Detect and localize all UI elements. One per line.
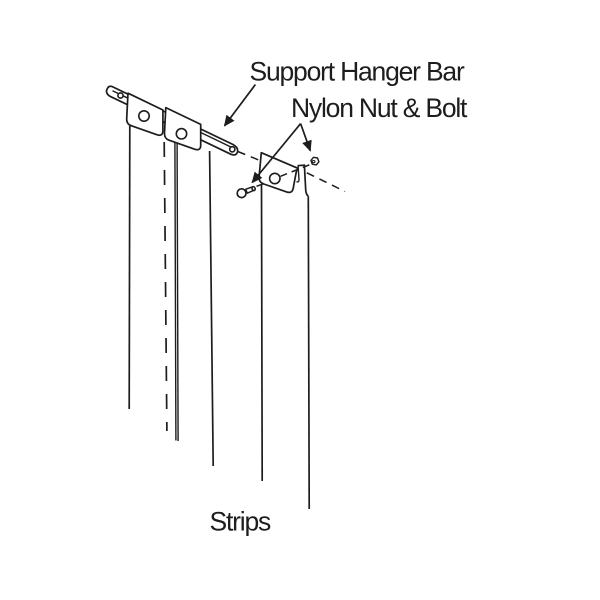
bar-axis-dashed-line-right xyxy=(306,172,346,193)
nut-leader-arrow xyxy=(299,123,312,152)
nylon-nut-icon xyxy=(310,156,320,166)
bolt-axis-dashed-line-right xyxy=(280,164,310,177)
nylon-bolt-icon xyxy=(236,185,256,199)
strip-1-left-edge xyxy=(128,125,131,410)
nut-hole xyxy=(311,159,316,164)
detached-tab-hook-outer xyxy=(297,164,309,197)
bar-axis-dashed-line-left xyxy=(237,150,261,162)
detached-tab-hook-inner xyxy=(296,165,300,183)
bar-right-mounting-hole xyxy=(228,145,236,153)
bolt-head xyxy=(236,187,247,199)
tab-1-bolt-hole xyxy=(138,110,151,123)
label-strips: Strips xyxy=(210,507,271,537)
label-support-hanger-bar: Support Hanger Bar xyxy=(250,57,465,87)
strip-1-right-edge-front xyxy=(174,142,177,441)
strip-2-hidden-left-edge xyxy=(163,141,168,432)
bolt-leader-arrow xyxy=(251,123,302,184)
strip-1-right-edge-back xyxy=(176,142,179,442)
bar-left-mounting-hole xyxy=(117,92,124,99)
bolt-tip xyxy=(251,185,256,192)
tab-2-bolt-hole xyxy=(175,127,188,140)
bar-top-face-crease-right xyxy=(200,131,234,149)
detached-tab-bolt-hole xyxy=(268,172,281,185)
strip-3-right-edge xyxy=(307,196,311,510)
strip-2-right-edge xyxy=(208,150,215,467)
support-hanger-bar-leader-arrow xyxy=(223,83,257,127)
strip-3-left-edge xyxy=(260,183,264,482)
detached-strip-hanger-tab xyxy=(258,151,299,194)
label-nylon-nut-bolt: Nylon Nut & Bolt xyxy=(291,93,468,123)
bolt-axis-dashed-line-left xyxy=(256,181,267,188)
